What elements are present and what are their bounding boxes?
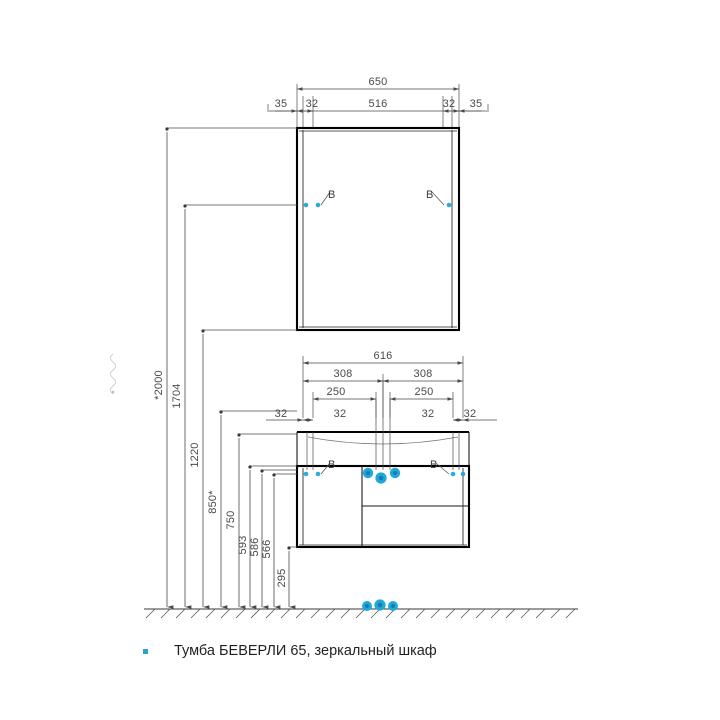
cabinet-marker-c (389, 467, 401, 479)
dim-vertical-1: 1704 (171, 383, 183, 408)
dim-vanity-thick-0: 32 (275, 408, 288, 420)
dim-vanity-inner-left: 250 (327, 386, 346, 398)
vanity-hinge-callout-left: B (303, 459, 335, 477)
ground-line-group (144, 608, 578, 619)
floor-marker-c (388, 601, 398, 611)
dim-vanity-thick-1: 32 (334, 408, 347, 420)
dim-vertical-3: 850* (207, 490, 219, 514)
vanity-hinge-label-right: B (430, 459, 437, 471)
vanity-top-dimension-group: 616 308 308 250 250 32 32 32 32 (266, 350, 497, 422)
dim-mirror-chain-0: 35 (275, 98, 288, 110)
mirror-hinge-callout-right: B (426, 189, 452, 208)
caption-text: Тумба БЕВЕРЛИ 65, зеркальный шкаф (174, 643, 437, 659)
dim-vanity-half-right: 308 (414, 368, 433, 380)
cabinet-marker-group (362, 467, 401, 484)
break-symbol (110, 353, 116, 395)
dim-mirror-chain-1: 32 (306, 98, 319, 110)
dim-vertical-4: 750 (225, 511, 237, 530)
mirror-top-dimension-group: 650 35 32 516 32 35 (267, 76, 489, 128)
floor-marker-a (362, 601, 372, 611)
floor-marker-b (374, 599, 386, 611)
dim-vertical-8: 295 (276, 569, 288, 588)
vanity-hinge-label-left: B (328, 459, 335, 471)
dim-vanity-thick-2: 32 (422, 408, 435, 420)
ground-hatching (145, 608, 576, 619)
dim-vertical-0: *2000 (153, 370, 165, 400)
mirror-hinge-callout-left: B (303, 189, 335, 208)
mirror-hinge-label-left: B (328, 189, 335, 201)
dim-vertical-2: 1220 (189, 442, 201, 467)
mirror-hinge-label-right: B (426, 189, 433, 201)
dim-vanity-inner-right: 250 (415, 386, 434, 398)
caption-row: Тумба БЕВЕРЛИ 65, зеркальный шкаф (0, 643, 720, 659)
cabinet-marker-a (362, 467, 374, 479)
dim-vanity-thick-3: 32 (464, 408, 477, 420)
dim-mirror-chain-2: 516 (369, 98, 388, 110)
dim-mirror-overall: 650 (369, 76, 388, 88)
dim-mirror-chain-4: 35 (470, 98, 483, 110)
cabinet-marker-b (375, 472, 387, 484)
mirror-cabinet-body (295, 126, 461, 332)
vertical-dimension-group: *2000 1704 1220 850* 750 (153, 127, 297, 609)
dim-vanity-overall: 616 (374, 350, 393, 362)
floor-marker-group (362, 599, 398, 611)
dim-vertical-6: 586 (249, 538, 261, 557)
dim-vertical-5: 593 (237, 536, 249, 555)
dim-vanity-half-left: 308 (334, 368, 353, 380)
dim-vertical-7: 566 (261, 540, 273, 559)
bullet-icon (143, 648, 148, 654)
vanity-leader-lines (306, 381, 460, 470)
dim-mirror-chain-3: 32 (443, 98, 456, 110)
vanity-hinge-callout-right: B (430, 459, 466, 477)
